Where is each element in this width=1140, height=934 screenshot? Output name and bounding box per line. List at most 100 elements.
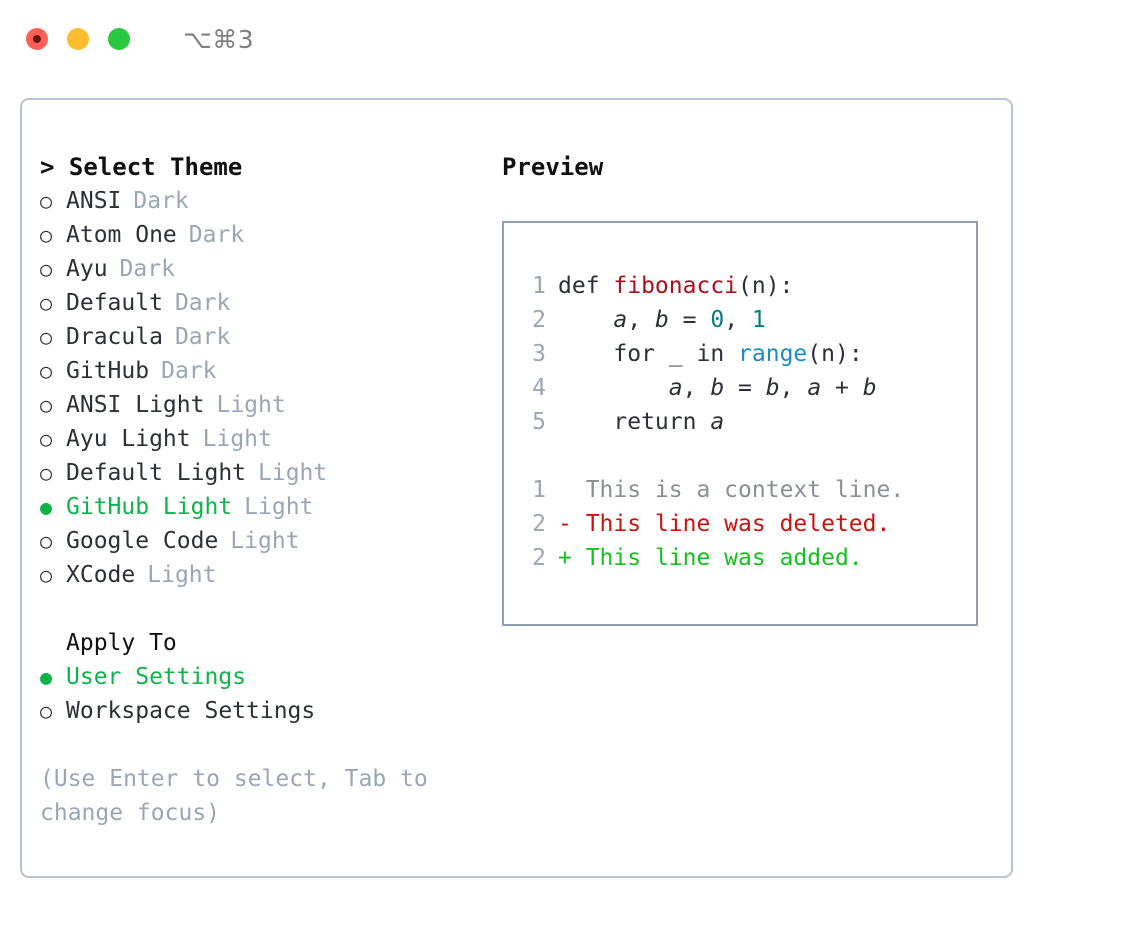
code-token-var: a [613,307,628,333]
code-line-text: return a [558,405,724,439]
diff-sign: + [558,545,572,571]
code-line-number: 3 [532,341,546,367]
code-token-punc: (n): [738,273,794,299]
code-line-text: for _ in range(n): [558,337,862,371]
radio-unselected-icon: ○ [40,699,53,723]
code-line-number: 2 [532,307,546,333]
theme-option-variant-tag: Light [244,494,314,520]
code-token-punc: = [668,307,711,333]
code-token-punc: , [627,307,655,333]
theme-option-variant-tag: Light [202,426,272,452]
code-line-text: a, b = 0, 1 [558,303,765,337]
close-window-button[interactable] [26,28,48,50]
radio-unselected-icon: ○ [40,461,53,485]
radio-unselected-icon: ○ [40,529,53,553]
apply-to-heading-row: ○ Apply To [40,626,500,660]
minimize-window-button[interactable] [67,28,89,50]
diff-text: This line was deleted. [571,511,891,537]
code-line: 5 return a [516,405,976,439]
theme-option-ansi[interactable]: ○ ANSI Dark [40,184,500,218]
theme-option-variant-tag: Dark [174,324,231,350]
theme-option-dracula[interactable]: ○ Dracula Dark [40,320,500,354]
code-token-num: 0 [710,307,725,333]
theme-option-github[interactable]: ○ GitHub Dark [40,354,500,388]
code-token-punc: _ [668,341,683,367]
window-controls [26,28,130,50]
theme-option-atom-one[interactable]: ○ Atom One Dark [40,218,500,252]
radio-unselected-icon: ○ [40,291,53,315]
theme-option-default-light[interactable]: ○ Default Light Light [40,456,500,490]
code-line-number: 1 [532,273,546,299]
radio-unselected-icon: ○ [40,223,53,247]
code-line-text: a, b = b, a + b [558,371,877,405]
diff-line-ctx: 1 This is a context line. [516,473,976,507]
code-line: 2 a, b = 0, 1 [516,303,976,337]
theme-option-label: Ayu Light [66,426,191,452]
theme-option-variant-tag: Dark [133,188,189,214]
apply-to-marker-placeholder: ○ [40,626,66,660]
list-gap [40,592,500,626]
code-token-punc: , [682,375,711,401]
code-token-var: a [710,409,725,435]
theme-option-label: ANSI Light [66,392,205,418]
code-token-var: b [765,375,780,401]
radio-unselected-icon: ○ [40,359,53,383]
theme-option-label: Atom One [66,222,177,248]
diff-sign: - [558,511,572,537]
maximize-window-button[interactable] [108,28,130,50]
theme-option-label: GitHub [66,358,150,384]
code-token-var: b [654,307,669,333]
preview-heading: Preview [502,153,604,181]
theme-option-variant-tag: Dark [188,222,245,248]
theme-option-variant-tag: Dark [119,256,175,282]
apply-to-list[interactable]: ●User Settings○Workspace Settings [40,660,500,728]
theme-option-variant-tag: Light [230,528,300,554]
diff-sample: 1 This is a context line. 2- This line wa… [516,473,976,575]
radio-selected-icon: ● [40,665,53,689]
theme-option-label: GitHub Light [66,494,233,520]
radio-unselected-icon: ○ [40,325,53,349]
code-token-punc: = [724,375,766,401]
code-token-var: b [710,375,725,401]
apply-to-option-workspace-settings[interactable]: ○Workspace Settings [40,694,500,728]
theme-option-label: Default Light [66,460,247,486]
theme-option-label: Dracula [66,324,163,350]
code-token-punc: , [779,375,808,401]
hint-gap [40,728,500,762]
apply-to-heading: Apply To [66,630,177,656]
radio-unselected-icon: ○ [40,563,53,587]
code-line: 4 a, b = b, a + b [516,371,976,405]
code-token-call: range [738,341,808,367]
code-token-kw: for [558,341,669,367]
theme-option-variant-tag: Light [258,460,328,486]
select-theme-heading: > Select Theme [40,153,243,181]
theme-option-google-code[interactable]: ○ Google Code Light [40,524,500,558]
diff-text: This line was added. [571,545,863,571]
diff-line-number: 1 [532,477,546,503]
code-token-var: a [807,375,822,401]
apply-to-option-user-settings[interactable]: ●User Settings [40,660,500,694]
code-token-var: a [668,375,683,401]
code-line-number: 4 [532,375,546,401]
theme-option-label: ANSI [66,188,122,214]
code-token-punc [558,307,613,333]
diff-line-number: 2 [532,545,546,571]
radio-unselected-icon: ○ [40,189,53,213]
diff-line-number: 2 [532,511,546,537]
theme-option-variant-tag: Light [216,392,286,418]
theme-option-variant-tag: Dark [161,358,217,384]
theme-option-label: Google Code [66,528,219,554]
